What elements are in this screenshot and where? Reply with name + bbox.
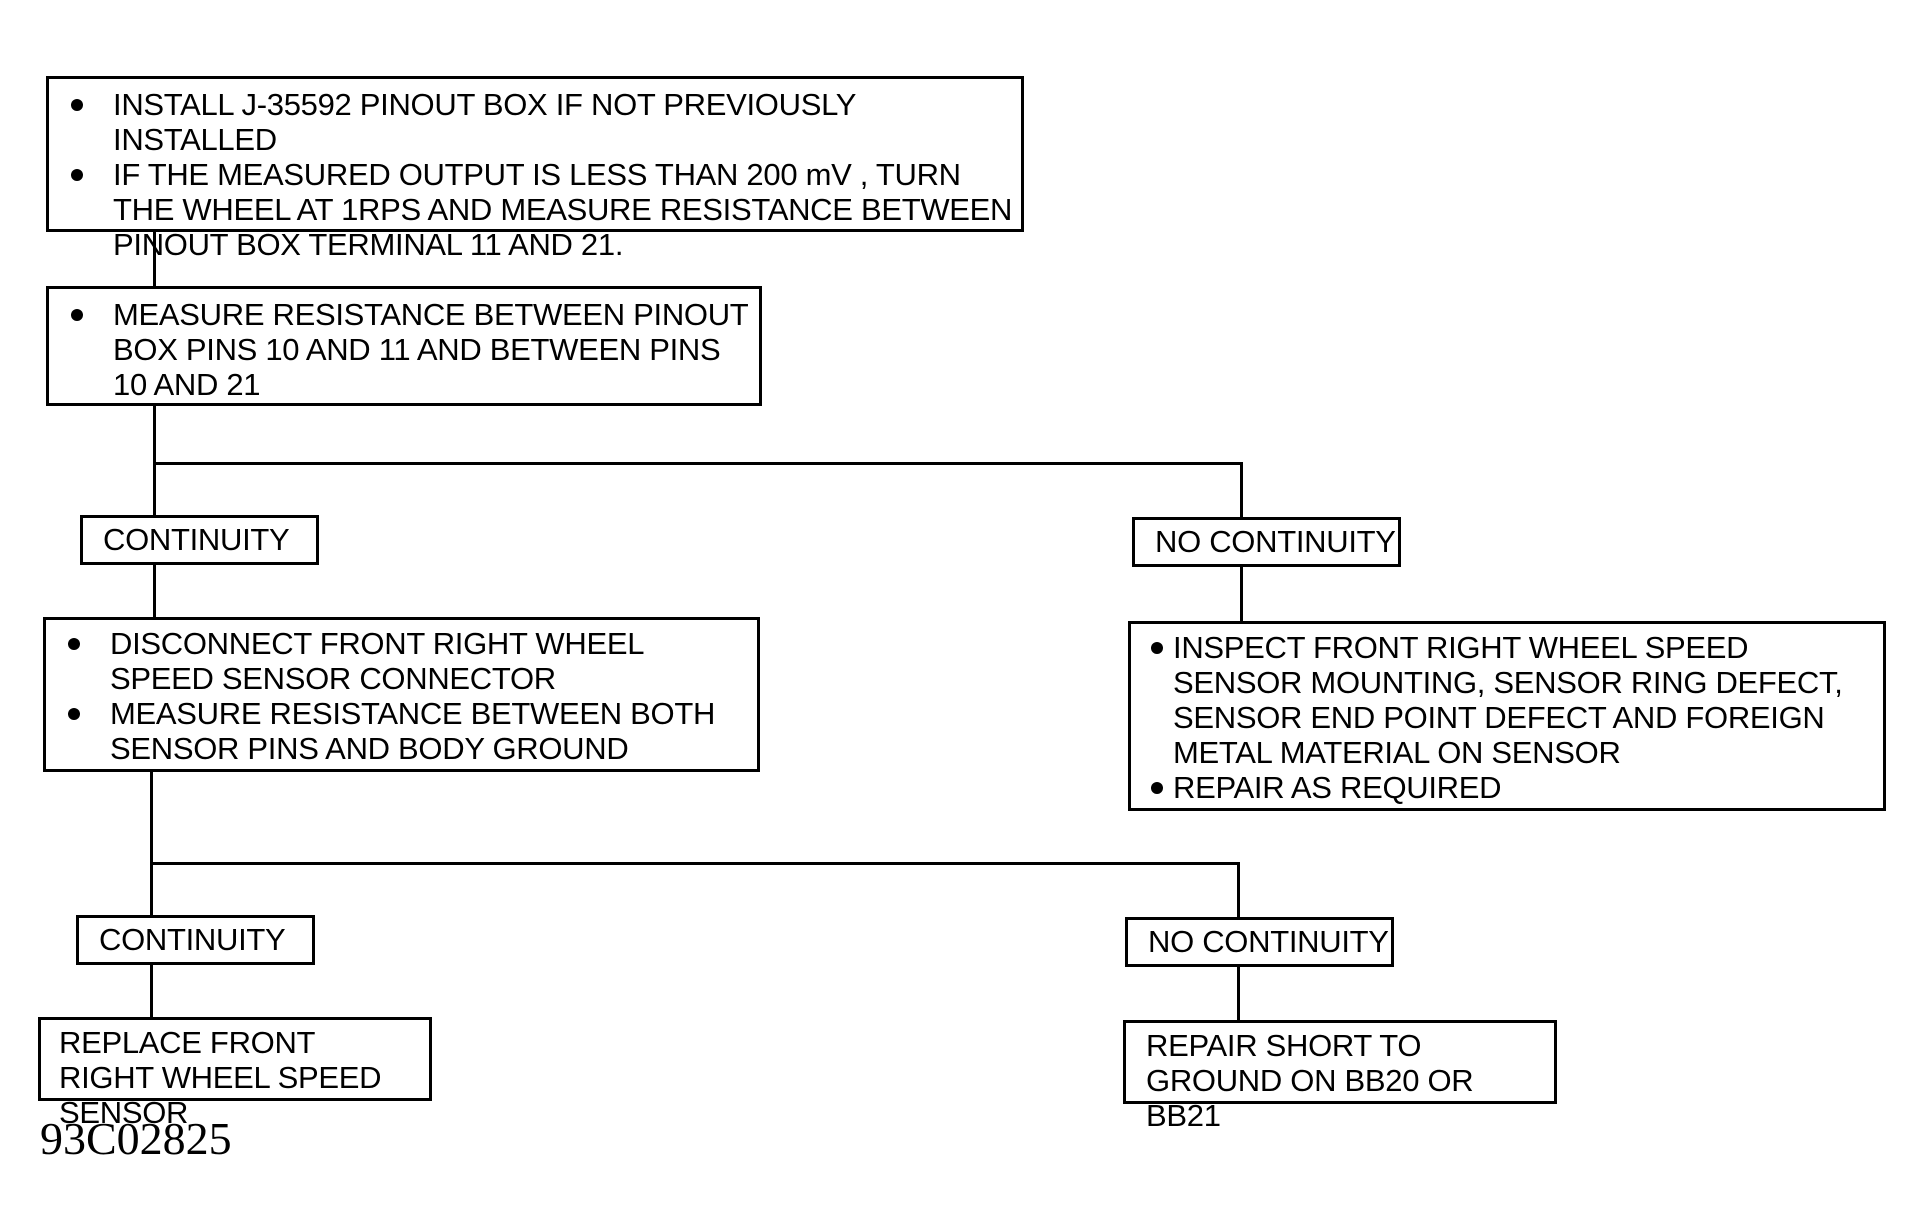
step3-no-box: INSPECT FRONT RIGHT WHEEL SPEED SENSOR M… (1128, 621, 1886, 811)
step1-item: IF THE MEASURED OUTPUT IS LESS THAN 200 … (49, 157, 1013, 262)
continuity-label: CONTINUITY (80, 515, 319, 565)
connector-step3-branch (150, 772, 153, 916)
connector-continuity1-step3 (153, 563, 156, 619)
continuity-label-text: CONTINUITY (99, 922, 286, 957)
step1-item: INSTALL J-35592 PINOUT BOX IF NOT PREVIO… (49, 87, 1013, 157)
step3-yes-item: DISCONNECT FRONT RIGHT WHEEL SPEED SENSO… (46, 626, 749, 696)
no-continuity-label: NO CONTINUITY (1125, 917, 1394, 967)
continuity-label: CONTINUITY (76, 915, 315, 965)
result-yes-box: REPLACE FRONT RIGHT WHEEL SPEED SENSOR (38, 1017, 432, 1130)
step3-no-item: INSPECT FRONT RIGHT WHEEL SPEED SENSOR M… (1131, 630, 1875, 770)
result-no-text: REPAIR SHORT TO GROUND ON BB20 OR BB21 (1146, 1028, 1474, 1133)
continuity-label-text: CONTINUITY (103, 522, 290, 557)
no-continuity-label: NO CONTINUITY (1132, 517, 1401, 567)
step2-item: MEASURE RESISTANCE BETWEEN PINOUT BOX PI… (49, 297, 751, 402)
step1-box: INSTALL J-35592 PINOUT BOX IF NOT PREVIO… (46, 76, 1024, 262)
no-continuity-label-text: NO CONTINUITY (1155, 524, 1396, 559)
result-yes-text: REPLACE FRONT RIGHT WHEEL SPEED SENSOR (59, 1025, 382, 1130)
no-continuity-label-text: NO CONTINUITY (1148, 924, 1389, 959)
figure-code: 93C02825 (40, 1113, 232, 1164)
connector-branch2-horizontal (150, 862, 1240, 865)
connector-branch1-horizontal (153, 462, 1243, 465)
connector-continuity2-result (150, 963, 153, 1019)
connector-nocontinuity1-step3 (1240, 566, 1243, 623)
connector-step1-step2 (153, 231, 156, 287)
result-no-box: REPAIR SHORT TO GROUND ON BB20 OR BB21 (1123, 1020, 1557, 1133)
connector-branch1-right-drop (1240, 462, 1243, 518)
step3-yes-item: MEASURE RESISTANCE BETWEEN BOTH SENSOR P… (46, 696, 749, 766)
step3-yes-box: DISCONNECT FRONT RIGHT WHEEL SPEED SENSO… (43, 617, 760, 772)
connector-nocontinuity2-result (1237, 966, 1240, 1022)
step3-no-item: REPAIR AS REQUIRED (1131, 770, 1875, 805)
connector-step2-branch (153, 404, 156, 516)
connector-branch2-right-drop (1237, 862, 1240, 918)
step2-box: MEASURE RESISTANCE BETWEEN PINOUT BOX PI… (46, 286, 762, 406)
